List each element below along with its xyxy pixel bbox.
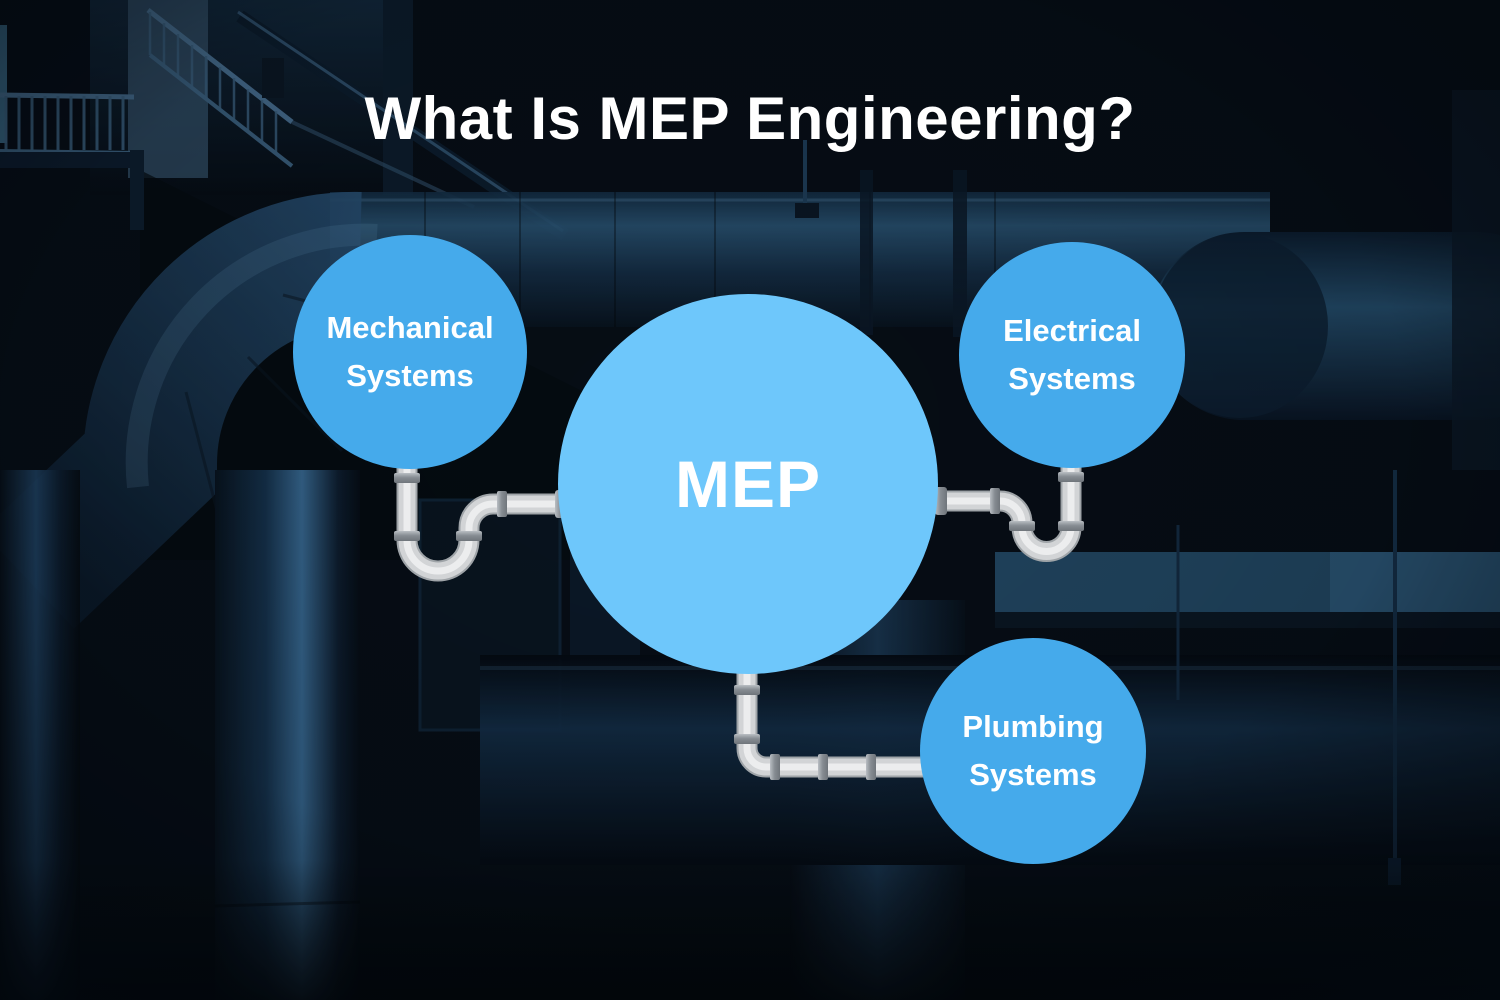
pipe-mechanical-mep (394, 460, 567, 582)
node-label: MEP (674, 447, 822, 521)
node-label: Electrical Systems (1003, 307, 1141, 403)
pipe-couplings (734, 685, 876, 780)
node-label: Plumbing Systems (962, 703, 1103, 799)
node-label-line2: Systems (346, 358, 474, 393)
node-label-line1: Mechanical (326, 309, 494, 345)
node-mechanical-systems: Mechanical Systems (293, 235, 527, 469)
pipe-couplings (935, 472, 1084, 531)
node-plumbing-systems: Plumbing Systems (920, 638, 1146, 864)
pipe-plumbing-mep (734, 660, 928, 780)
node-electrical-systems: Electrical Systems (959, 242, 1185, 468)
pipe-electrical-mep (935, 460, 1084, 562)
node-label-line2: Systems (969, 757, 1097, 792)
node-label-line1: Plumbing (962, 708, 1104, 744)
node-label: Mechanical Systems (326, 304, 493, 400)
node-label-line1: Electrical (1003, 312, 1141, 348)
node-mep-center: MEP (558, 294, 938, 674)
page-title: What Is MEP Engineering? (364, 85, 1136, 152)
pipe-end-cap (935, 487, 947, 515)
node-label-line2: Systems (1008, 361, 1136, 396)
